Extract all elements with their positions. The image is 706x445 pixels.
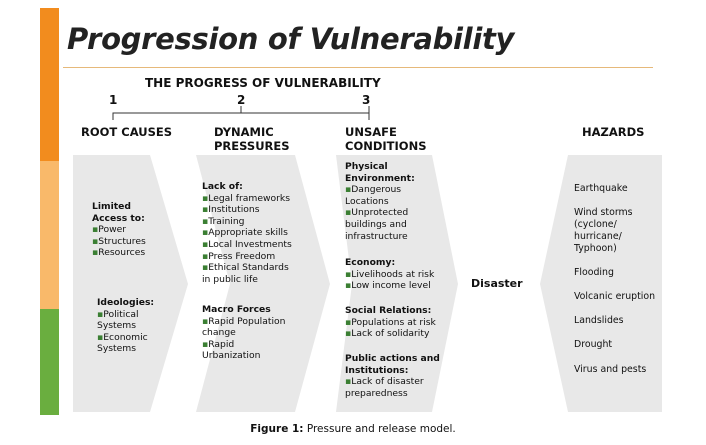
list-item: ▪Structures bbox=[92, 235, 146, 247]
list-item: ▪Press Freedom bbox=[202, 250, 276, 262]
hazard-drought: Drought bbox=[574, 339, 613, 350]
list-item-cont: Locations bbox=[345, 195, 389, 207]
list-item: ▪Low income level bbox=[345, 280, 431, 292]
step-number-3: 3 bbox=[362, 93, 371, 107]
root-causes-group-2: Ideologies: ▪Political Systems ▪Economic… bbox=[97, 297, 154, 355]
accent-bar-orange bbox=[40, 8, 59, 161]
list-item-cont: Systems bbox=[97, 320, 137, 332]
list-item: ▪Economic bbox=[97, 331, 148, 343]
accent-bar-green bbox=[40, 309, 59, 415]
unsafe-public-group: Public actions and Institutions: ▪Lack o… bbox=[345, 353, 440, 399]
list-item: ▪Populations at risk bbox=[345, 316, 436, 328]
list-item-cont: in public life bbox=[202, 273, 258, 285]
list-item: ▪Rapid Population bbox=[202, 315, 286, 327]
hazard-landslides: Landslides bbox=[574, 315, 624, 326]
list-item: ▪Dangerous bbox=[345, 184, 402, 196]
step-number-2: 2 bbox=[237, 93, 246, 107]
list-item-cont: Urbanization bbox=[202, 350, 261, 362]
list-item-cont: preparedness bbox=[345, 387, 408, 399]
list-item: ▪Lack of solidarity bbox=[345, 328, 430, 340]
hazard-wind-storms-line3: hurricane/ bbox=[574, 231, 622, 242]
list-item-cont: buildings and bbox=[345, 218, 407, 230]
list-item: ▪Rapid bbox=[202, 338, 235, 350]
list-item-cont: change bbox=[202, 327, 236, 339]
dynamic-group1-title: Lack of: bbox=[202, 181, 243, 192]
list-item-cont: Systems bbox=[97, 343, 137, 355]
header-root-causes: ROOT CAUSES bbox=[81, 125, 173, 139]
hazard-earthquake: Earthquake bbox=[574, 183, 628, 194]
hazard-virus-and-pests: Virus and pests bbox=[574, 364, 647, 375]
list-item: ▪Institutions bbox=[202, 204, 260, 216]
list-item: ▪Livelihoods at risk bbox=[345, 268, 435, 280]
list-item: ▪Power bbox=[92, 224, 127, 236]
hazard-wind-storms: Wind storms bbox=[574, 207, 633, 218]
dynamic-pressures-group-1: Lack of: ▪Legal frameworks ▪Institutions… bbox=[202, 181, 292, 285]
unsafe-public-title-line1: Public actions and bbox=[345, 353, 440, 364]
dynamic-group2-title: Macro Forces bbox=[202, 304, 271, 315]
hazard-volcanic-eruption: Volcanic eruption bbox=[574, 291, 656, 302]
list-item: ▪Local Investments bbox=[202, 238, 292, 250]
list-item: ▪Ethical Standards bbox=[202, 262, 289, 274]
header-dynamic-line2: PRESSURES bbox=[214, 139, 290, 153]
caption-text: Pressure and release model. bbox=[303, 423, 456, 435]
unsafe-social-title: Social Relations: bbox=[345, 305, 432, 316]
header-unsafe-conditions: UNSAFE CONDITIONS bbox=[345, 125, 426, 153]
unsafe-physical-title-line2: Environment: bbox=[345, 172, 415, 184]
diagram-subtitle: THE PROGRESS OF VULNERABILITY bbox=[145, 76, 381, 90]
root-group2-title: Ideologies: bbox=[97, 297, 155, 308]
dynamic-pressures-shape bbox=[196, 155, 330, 412]
slide-title: Progression of Vulnerability bbox=[67, 22, 515, 56]
accent-bar-light-orange bbox=[40, 161, 59, 309]
hazards-shape bbox=[540, 155, 662, 412]
hazard-wind-storms-line4: Typhoon) bbox=[574, 243, 617, 254]
dynamic-pressures-group-2: Macro Forces ▪Rapid Population change ▪R… bbox=[202, 304, 285, 362]
list-item-cont: infrastructure bbox=[345, 230, 408, 242]
header-unsafe-line2: CONDITIONS bbox=[345, 139, 427, 153]
list-item: ▪Legal frameworks bbox=[202, 192, 291, 204]
list-item: ▪Resources bbox=[92, 247, 146, 259]
header-unsafe-line1: UNSAFE bbox=[345, 125, 397, 139]
header-hazards: HAZARDS bbox=[582, 125, 645, 139]
hazard-wind-storms-line2: (cyclone/ bbox=[574, 219, 617, 230]
unsafe-public-title-line2: Institutions: bbox=[345, 364, 409, 376]
unsafe-social-group: Social Relations: ▪Populations at risk ▪… bbox=[345, 305, 436, 340]
root-causes-group-1: Limited Access to: ▪Power ▪Structures ▪R… bbox=[92, 201, 146, 259]
header-dynamic-line1: DYNAMIC bbox=[214, 125, 274, 139]
root-group1-title-line2: Access to: bbox=[92, 212, 145, 224]
list-item: ▪Lack of disaster bbox=[345, 376, 424, 388]
unsafe-economy-group: Economy: ▪Livelihoods at risk ▪Low incom… bbox=[345, 257, 434, 292]
unsafe-physical-title-line1: Physical bbox=[345, 161, 388, 172]
list-item: ▪Appropriate skills bbox=[202, 227, 288, 239]
list-item: ▪Political bbox=[97, 308, 139, 320]
figure-caption: Figure 1: Pressure and release model. bbox=[0, 423, 706, 435]
root-causes-shape bbox=[73, 155, 188, 412]
list-item: ▪Unprotected bbox=[345, 207, 409, 219]
unsafe-economy-title: Economy: bbox=[345, 257, 396, 268]
unsafe-conditions-shape bbox=[336, 155, 458, 412]
header-dynamic-pressures: DYNAMIC PRESSURES bbox=[214, 125, 290, 153]
bracket-line bbox=[112, 112, 370, 120]
caption-label: Figure 1: bbox=[250, 423, 304, 435]
title-divider bbox=[63, 67, 653, 68]
unsafe-physical-group: Physical Environment: ▪Dangerous Locatio… bbox=[345, 161, 415, 242]
root-group1-title-line1: Limited bbox=[92, 201, 131, 212]
disaster-label: Disaster bbox=[471, 277, 523, 290]
step-number-1: 1 bbox=[109, 93, 118, 107]
list-item: ▪Training bbox=[202, 215, 245, 227]
hazard-flooding: Flooding bbox=[574, 267, 614, 278]
